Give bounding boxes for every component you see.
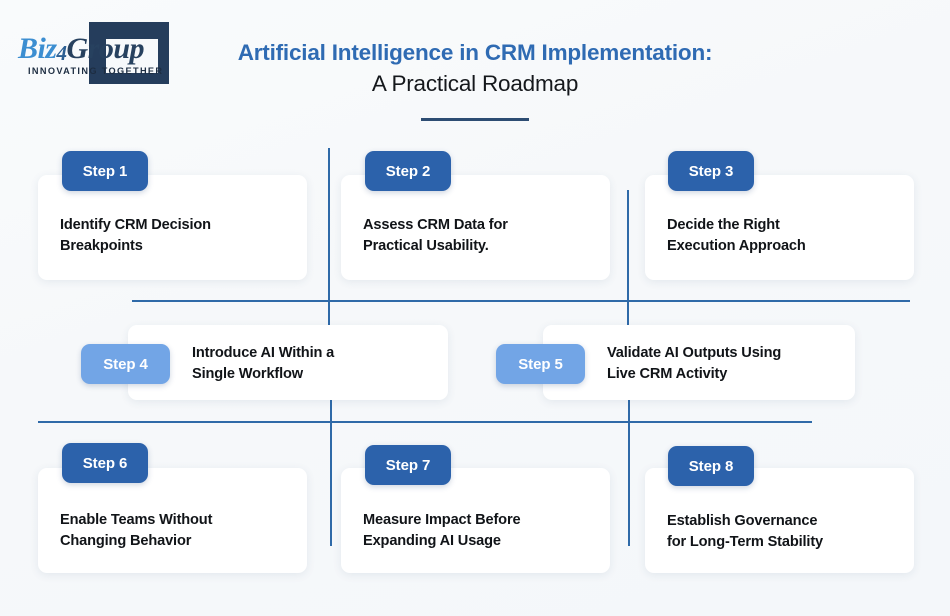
- logo-text-four: 4: [56, 41, 68, 65]
- step-card-1[interactable]: [38, 175, 307, 280]
- step-title-2: Assess CRM Data for Practical Usability.: [363, 217, 508, 254]
- connector-vertical-row3-left: [330, 394, 332, 421]
- logo-tagline: INNOVATING TOGETHER: [28, 66, 164, 76]
- step-badge-1[interactable]: Step 1: [62, 151, 148, 191]
- connector-vertical-row3-right-down: [628, 421, 630, 546]
- step-badge-8[interactable]: Step 8: [668, 446, 754, 486]
- logo-text-group: Group: [66, 32, 145, 65]
- step-badge-7[interactable]: Step 7: [365, 445, 451, 485]
- connector-horizontal-upper: [132, 300, 910, 302]
- step-card-3[interactable]: [645, 175, 914, 280]
- step-badge-5[interactable]: Step 5: [496, 344, 585, 384]
- step-title-4: Introduce AI Within a Single Workflow: [192, 345, 335, 382]
- connector-vertical-row1-left: [328, 148, 330, 302]
- connector-horizontal-lower: [38, 421, 812, 423]
- title-underline: [421, 118, 529, 121]
- step-card-5[interactable]: [543, 325, 855, 400]
- connector-vertical-row2-left: [328, 300, 330, 328]
- step-title-7: Measure Impact Before Expanding AI Usage: [363, 512, 521, 549]
- biz4group-logo: Biz4Group INNOVATING TOGETHER: [18, 22, 169, 84]
- step-card-6[interactable]: [38, 468, 307, 573]
- step-title-6: Enable Teams Without Changing Behavior: [60, 512, 213, 549]
- step-title-5: Validate AI Outputs Using Live CRM Activ…: [607, 345, 782, 382]
- logo-bracket-notch: [106, 39, 158, 73]
- title-line-1: Artificial Intelligence in CRM Implement…: [237, 40, 713, 65]
- step-badge-6[interactable]: Step 6: [62, 443, 148, 483]
- title-line-2: A Practical Roadmap: [371, 71, 579, 96]
- logo-text-biz: Biz: [18, 32, 57, 65]
- step-badge-2[interactable]: Step 2: [365, 151, 451, 191]
- connector-vertical-row3-right: [628, 394, 630, 421]
- step-card-7[interactable]: [341, 468, 610, 573]
- step-card-4[interactable]: [128, 325, 448, 400]
- step-badge-3[interactable]: Step 3: [668, 151, 754, 191]
- step-title-1: Identify CRM Decision Breakpoints: [60, 217, 211, 254]
- step-title-8: Establish Governance for Long-Term Stabi…: [667, 513, 823, 550]
- logo-wordmark: Biz4Group: [18, 32, 145, 66]
- step-title-3: Decide the Right Execution Approach: [667, 217, 806, 254]
- connector-vertical-row2-right: [627, 300, 629, 328]
- connector-vertical-row3-left-down: [330, 421, 332, 546]
- step-badge-4[interactable]: Step 4: [81, 344, 170, 384]
- step-card-2[interactable]: [341, 175, 610, 280]
- connector-vertical-row1-right: [627, 190, 629, 302]
- page-title: Artificial Intelligence in CRM Implement…: [190, 38, 760, 121]
